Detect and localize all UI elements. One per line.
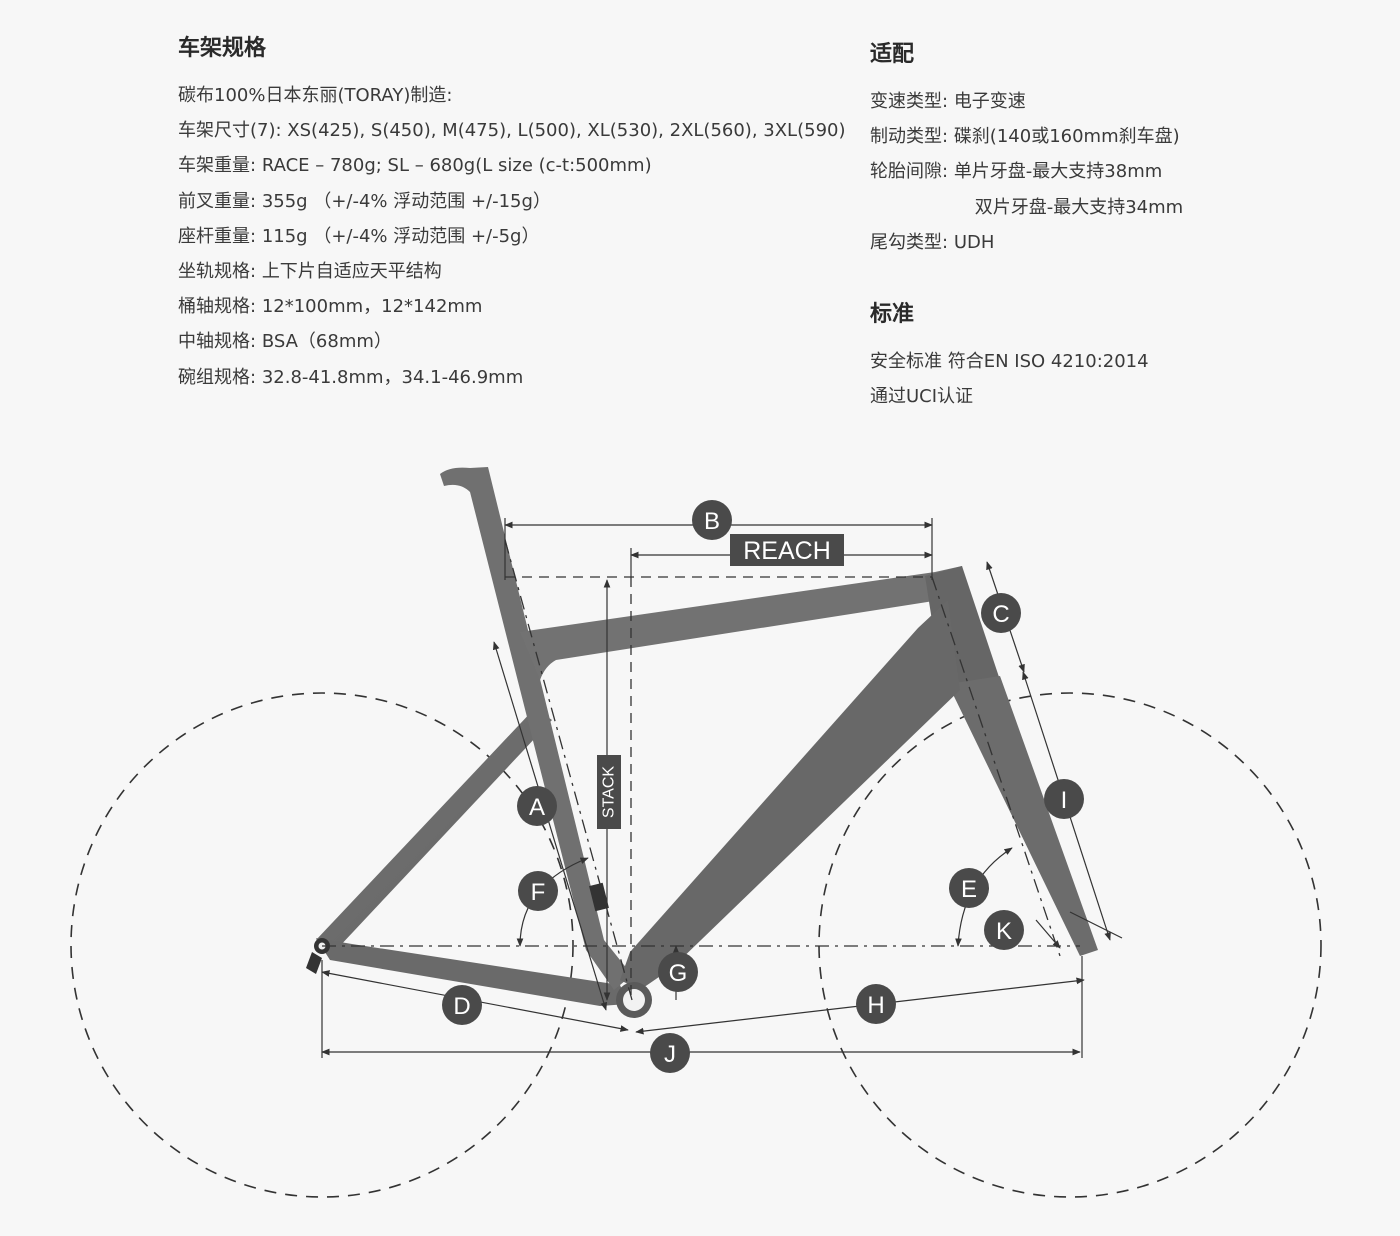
marker-f-badge: [518, 871, 558, 911]
fit-row: 变速类型: 电子变速: [870, 84, 1350, 119]
front-wheel-outline: [818, 692, 1322, 1198]
marker-a: A: [529, 794, 545, 821]
stack-label: STACK: [601, 766, 618, 818]
spec-row: 座杆重量: 115g （+/-4% 浮动范围 +/-5g）: [178, 219, 858, 254]
fit-label: 轮胎间隙:: [870, 161, 949, 183]
marker-h: H: [867, 992, 884, 1019]
standard-value: 通过UCI认证: [870, 386, 974, 408]
fit-value: UDH: [953, 231, 995, 253]
spec-value: 355g （+/-4% 浮动范围 +/-15g）: [261, 190, 551, 212]
spec-value: 12*100mm，12*142mm: [261, 296, 483, 318]
spec-label: 桶轴规格:: [178, 296, 257, 318]
spec-label: 车架尺寸(7):: [178, 120, 282, 142]
fit-label: 变速类型:: [870, 91, 949, 112]
fit-row: 制动类型: 碟刹(140或160mm刹车盘): [870, 119, 1350, 154]
marker-j: J: [664, 1041, 676, 1068]
fit-value: 电子变速: [953, 91, 1026, 112]
spec-row: 车架尺寸(7): XS(425), S(450), M(475), L(500)…: [178, 113, 858, 148]
marker-b-badge: [692, 500, 732, 540]
spec-value: RACE – 780g; SL – 680g(L size (c-t:500mm…: [261, 155, 652, 177]
marker-k-badge: [984, 910, 1024, 950]
dim-line-a: [492, 641, 608, 1011]
marker-e-badge: [949, 868, 989, 908]
spec-row: 车架重量: RACE – 780g; SL – 680g(L size (c-t…: [178, 148, 858, 183]
spec-value: 上下片自适应天平结构: [261, 260, 442, 282]
marker-h-badge: [856, 984, 896, 1024]
fit-value: 单片牙盘-最大支持38mm: [953, 161, 1163, 183]
spec-row: 前叉重量: 355g （+/-4% 浮动范围 +/-15g）: [178, 184, 858, 219]
spec-label: 前叉重量:: [178, 190, 257, 212]
marker-a-badge: [517, 786, 557, 826]
spec-value: 32.8-41.8mm，34.1-46.9mm: [261, 366, 524, 388]
spec-row: 坐轨规格: 上下片自适应天平结构: [178, 254, 858, 289]
marker-b: B: [704, 508, 720, 535]
marker-f: F: [531, 879, 546, 906]
spec-value: 碳布100%日本东丽(TORAY)制造:: [178, 85, 453, 106]
bottom-bracket-shell: [623, 989, 645, 1011]
standard-value: 安全标准 符合EN ISO 4210:2014: [870, 350, 1149, 372]
standard-row: 安全标准 符合EN ISO 4210:2014: [870, 344, 1350, 379]
fit-label: 尾勾类型:: [870, 231, 949, 253]
seat-tube: [440, 467, 632, 990]
fit-value: 双片牙盘-最大支持34mm: [974, 196, 1184, 218]
spec-label: 坐轨规格:: [178, 260, 257, 282]
marker-g: G: [669, 960, 688, 987]
stack-label-box: [597, 755, 621, 829]
frame-geometry-diagram: REACH STACK B C A I F E K G D H J: [70, 467, 1322, 1198]
fork: [948, 676, 1098, 956]
spec-row: 碗组规格: 32.8-41.8mm，34.1-46.9mm: [178, 360, 858, 395]
marker-d: D: [453, 993, 470, 1020]
frame-specs-title: 车架规格: [178, 36, 267, 61]
marker-i-badge: [1044, 779, 1084, 819]
marker-i: I: [1061, 787, 1068, 814]
down-tube: [620, 600, 960, 990]
fit-section: 适配 变速类型: 电子变速 制动类型: 碟刹(140或160mm刹车盘) 轮胎间…: [870, 40, 1350, 414]
spec-row: 桶轴规格: 12*100mm，12*142mm: [178, 289, 858, 324]
marker-d-badge: [442, 985, 482, 1025]
marker-k: K: [996, 918, 1012, 945]
marker-e: E: [961, 876, 977, 903]
marker-c-badge: [981, 593, 1021, 633]
fit-row: 轮胎间隙: 单片牙盘-最大支持38mm: [870, 154, 1350, 189]
frame-specs-section: 车架规格 碳布100%日本东丽(TORAY)制造: 车架尺寸(7): XS(42…: [178, 34, 858, 395]
top-tube: [520, 566, 968, 680]
spec-value: 115g （+/-4% 浮动范围 +/-5g）: [261, 225, 540, 247]
steering-axis: [931, 576, 1061, 957]
fit-row: 双片牙盘-最大支持34mm: [870, 190, 1350, 225]
spec-row: 中轴规格: BSA（68mm）: [178, 324, 858, 359]
fit-label: 制动类型:: [870, 126, 949, 148]
reach-label-box: [730, 534, 844, 566]
marker-g-badge: [658, 952, 698, 992]
standard-title: 标准: [870, 301, 915, 327]
standard-row: 通过UCI认证: [870, 379, 1350, 414]
derailleur-hanger: [306, 952, 322, 974]
spec-label: 座杆重量:: [178, 225, 257, 247]
fit-row: 尾勾类型: UDH: [870, 225, 1350, 260]
marker-c: C: [992, 601, 1009, 628]
fit-value: 碟刹(140或160mm刹车盘): [953, 126, 1180, 148]
spec-value: BSA（68mm）: [261, 331, 392, 353]
spec-label: 碗组规格:: [178, 366, 257, 388]
reach-label: REACH: [743, 537, 831, 565]
marker-j-badge: [650, 1033, 690, 1073]
dim-line-k: [1035, 919, 1061, 949]
fit-title: 适配: [870, 42, 915, 67]
spec-value: XS(425), S(450), M(475), L(500), XL(530)…: [287, 120, 846, 142]
seat-stay: [316, 708, 552, 948]
spec-label: 车架重量:: [178, 155, 257, 177]
spec-label: 中轴规格:: [178, 331, 257, 353]
spec-row: 碳布100%日本东丽(TORAY)制造:: [178, 78, 858, 113]
